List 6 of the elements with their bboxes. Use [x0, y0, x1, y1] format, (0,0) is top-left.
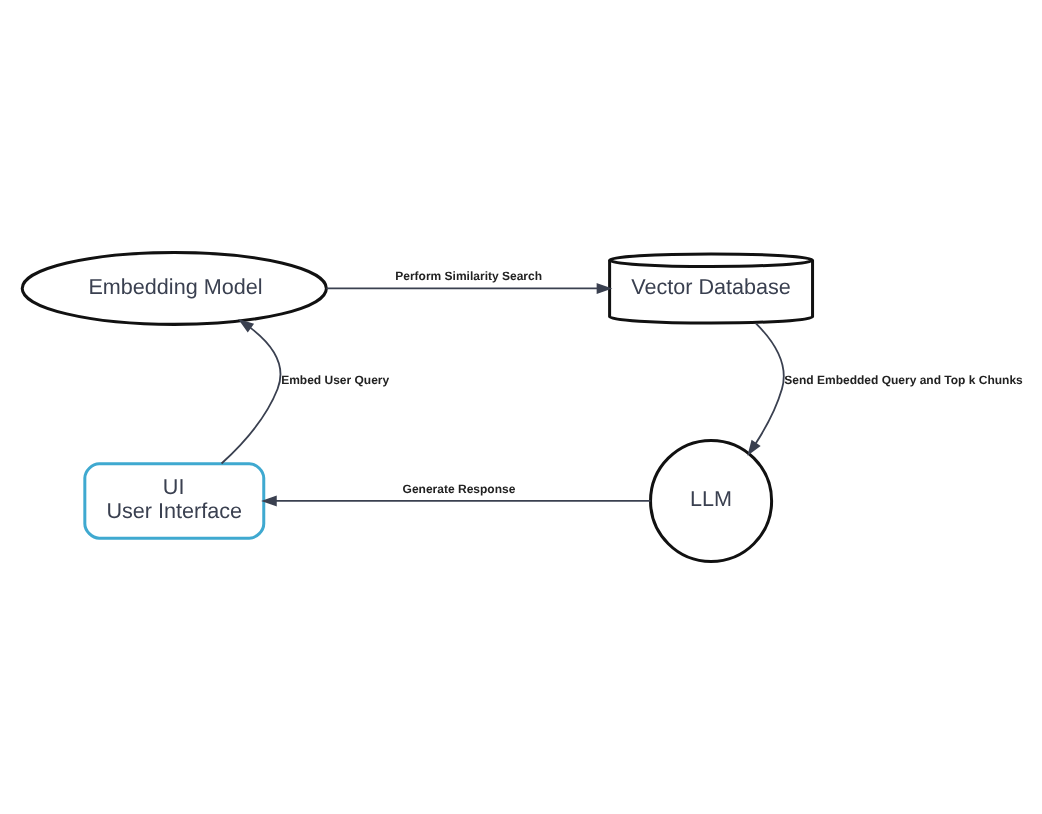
arrow: [220, 319, 282, 465]
arrow: [747, 322, 785, 456]
node-ellipse: Embedding Model: [20, 251, 328, 326]
arrow: [325, 283, 613, 294]
arrow: [261, 495, 652, 507]
node-box: UI User Interface: [83, 462, 266, 540]
